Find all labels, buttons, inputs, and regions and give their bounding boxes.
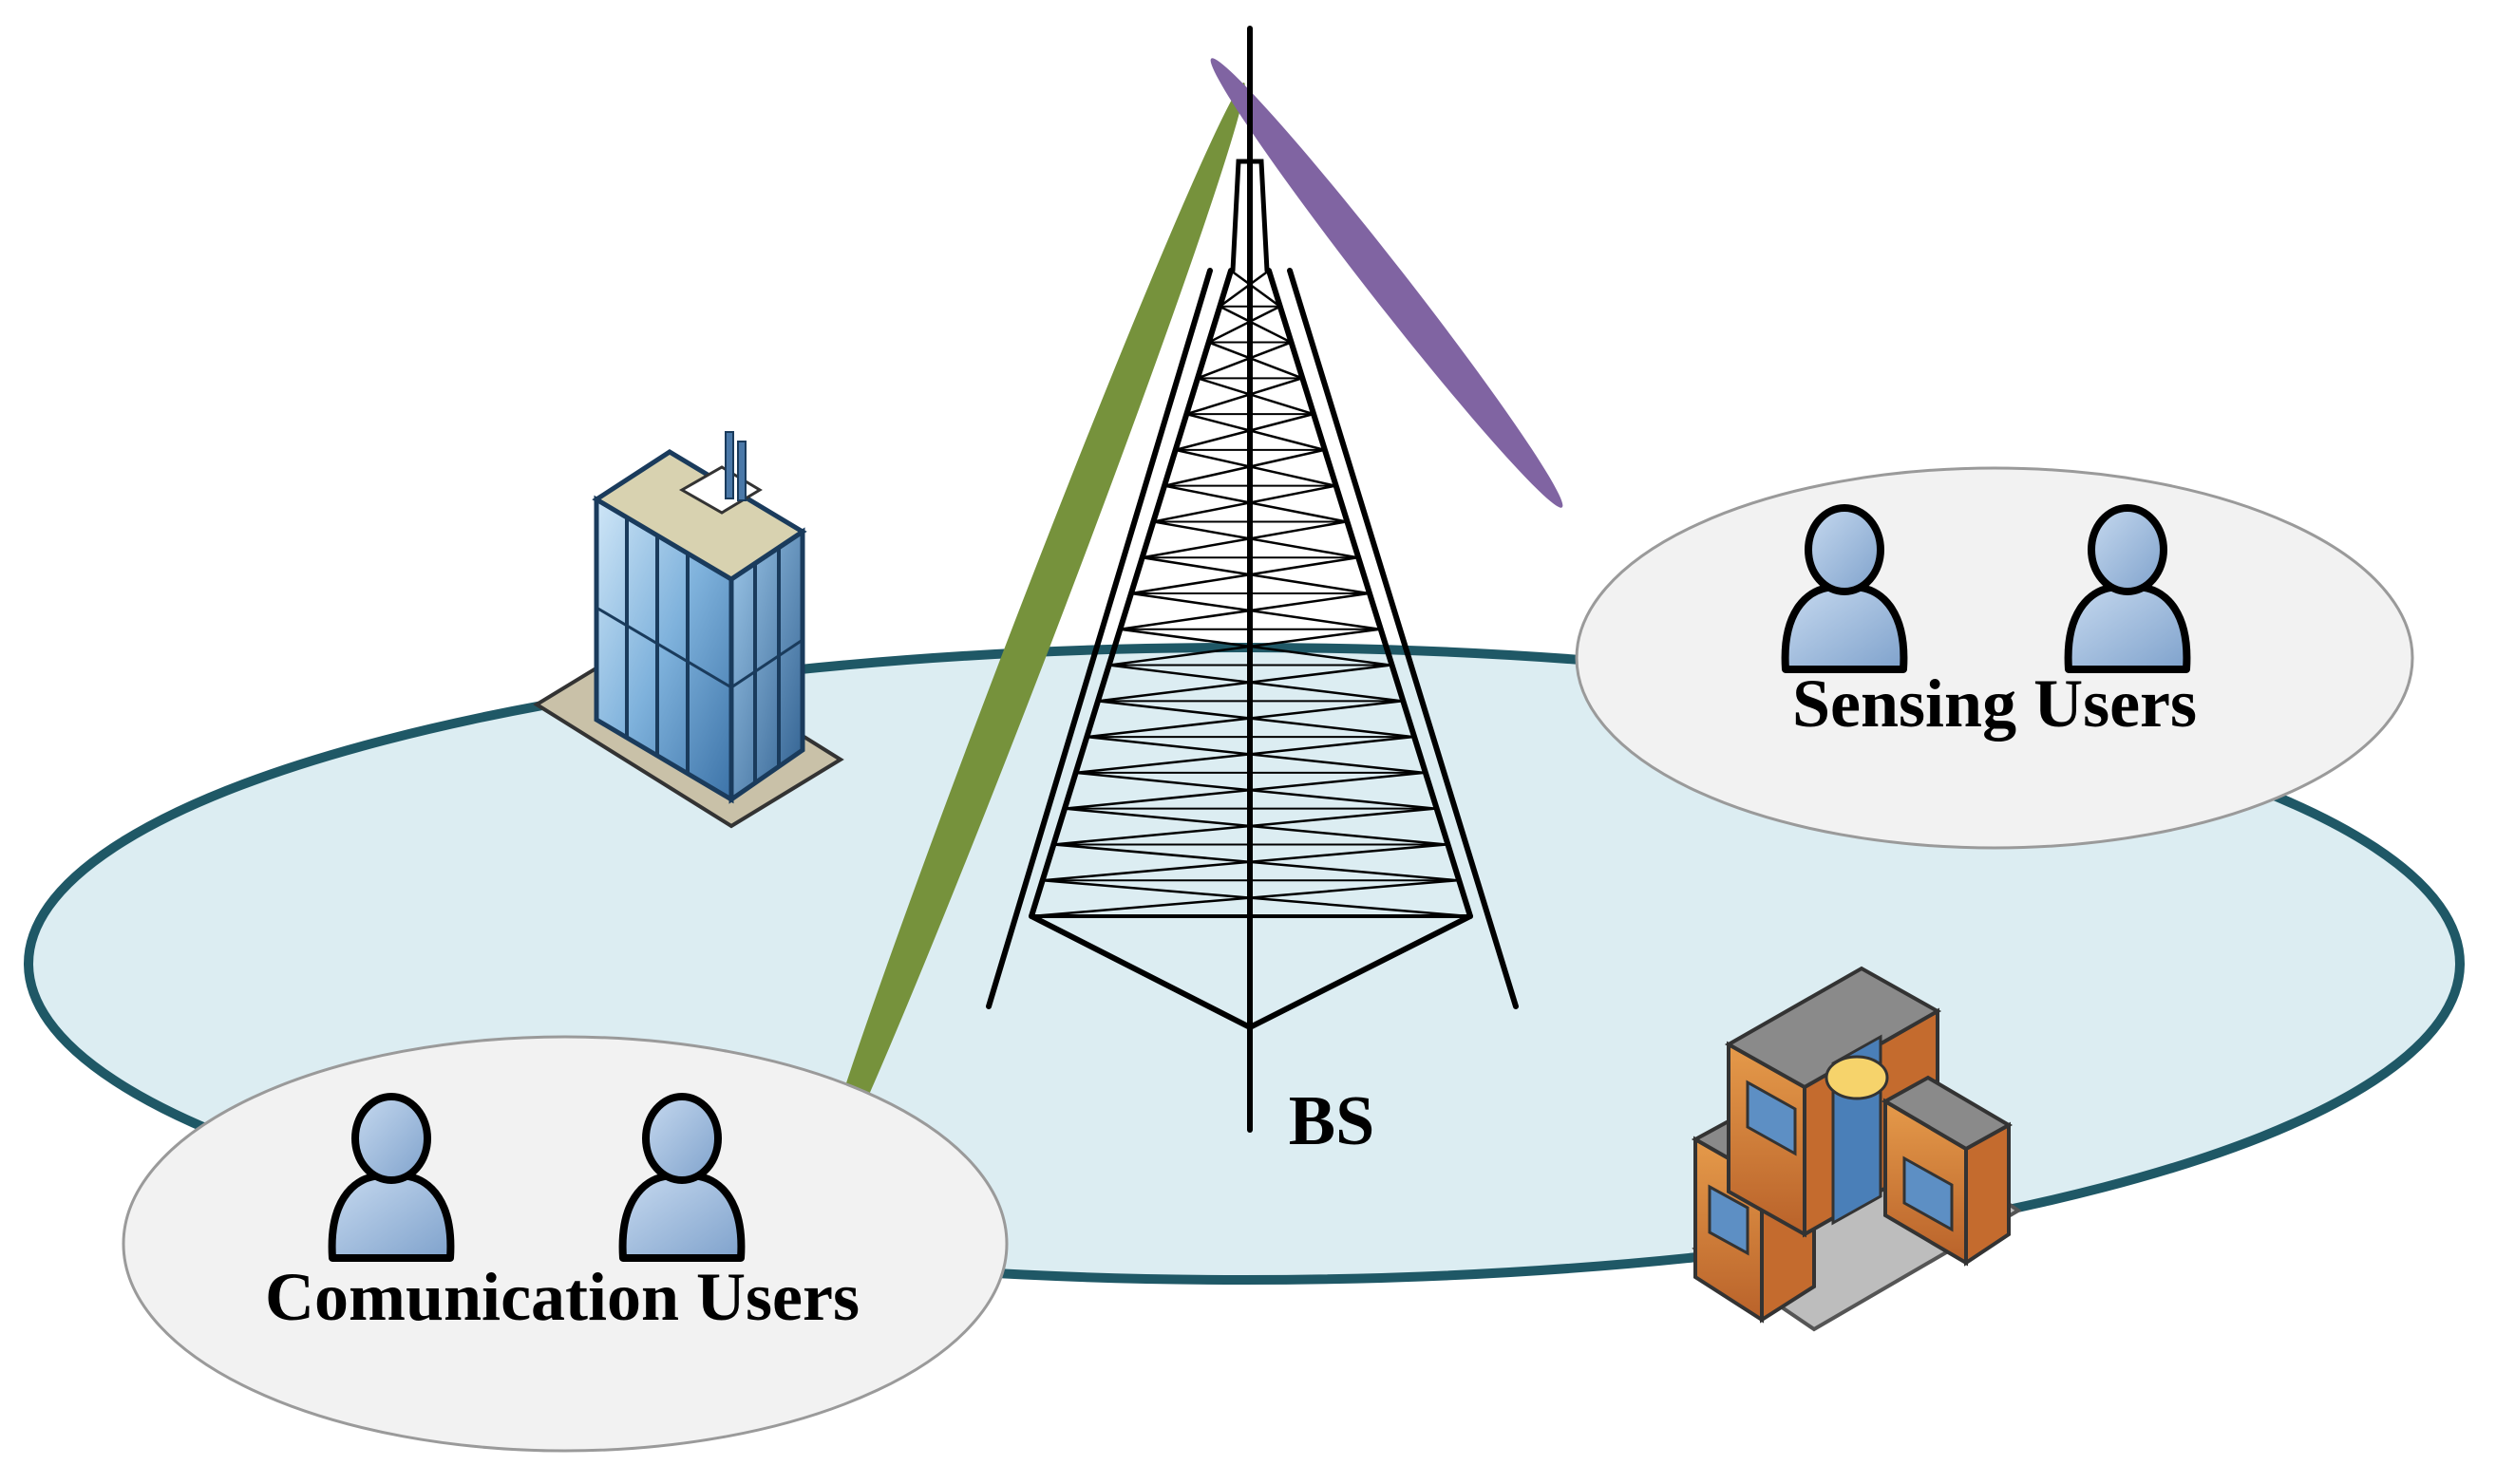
cell-tower-icon [986, 26, 1519, 1133]
bs-label: BS [1289, 1082, 1375, 1160]
communication-users-group: Comunication Users [122, 1035, 1009, 1453]
shop-buildings-icon [1691, 966, 2022, 1332]
sensing-users-group: Sensing Users [1575, 466, 2414, 850]
communication-users-label: Comunication Users [265, 1259, 860, 1335]
sensing-beam [1210, 58, 1563, 508]
office-building-icon [533, 431, 844, 829]
communication-beam [812, 82, 1245, 1206]
sensing-users-label: Sensing Users [1792, 666, 2197, 742]
